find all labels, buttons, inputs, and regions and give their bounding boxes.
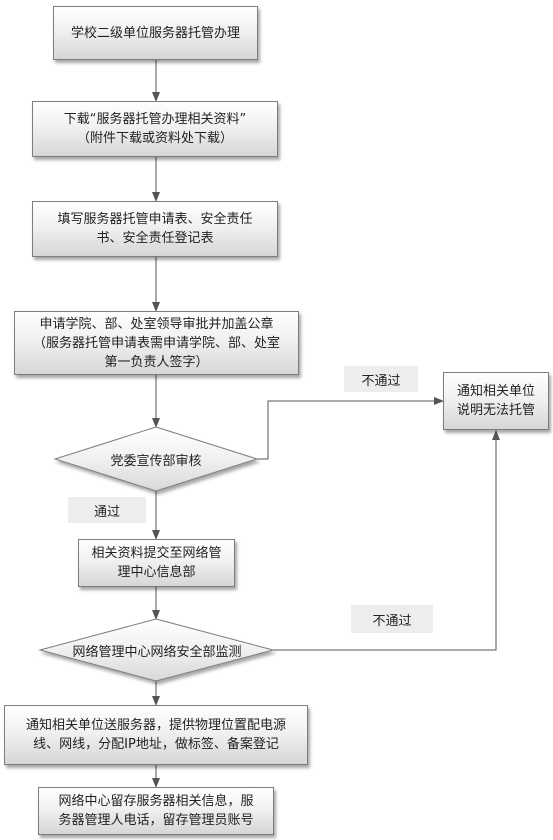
step-reject-notice: 通知相关单位 说明无法托管 xyxy=(443,372,549,430)
step-reject-notice-line1: 通知相关单位 xyxy=(456,384,535,399)
step-start: 学校二级单位服务器托管办理 xyxy=(53,6,258,60)
step-fill-forms-line1: 填写服务器托管申请表、安全责任 xyxy=(57,212,253,227)
step-notify-deliver-line2: 线、网线，分配IP地址，做标签、备案登记 xyxy=(33,737,279,752)
step-fill-forms-line2: 书、安全责任登记表 xyxy=(96,231,214,246)
label-not-pass-1: 不通过 xyxy=(344,366,418,392)
step-download: 下载“服务器托管办理相关资料” （附件下载或资料处下载） xyxy=(32,101,278,157)
label-not-pass-2: 不通过 xyxy=(351,605,433,633)
label-pass: 通过 xyxy=(68,497,146,523)
step-download-line2: （附件下载或资料处下载） xyxy=(76,131,233,146)
decision-diamond-2 xyxy=(38,618,275,682)
step-notify-deliver: 通知相关单位送服务器，提供物理位置配电源 线、网线，分配IP地址，做标签、备案登… xyxy=(4,705,308,765)
step-fill-forms: 填写服务器托管申请表、安全责任 书、安全责任登记表 xyxy=(32,201,278,257)
step-download-line1: 下载“服务器托管办理相关资料” xyxy=(63,112,247,127)
decision-diamond-1 xyxy=(53,426,259,492)
decision-label-2: 网络管理中心网络安全部监测 xyxy=(72,644,242,660)
step-reject-notice-line2: 说明无法托管 xyxy=(456,403,535,418)
step-approval: 申请学院、部、处室领导审批并加盖公章 （服务器托管申请表需申请学院、部、处室 第… xyxy=(14,311,299,375)
step-approval-line2: （服务器托管申请表需申请学院、部、处室 xyxy=(32,335,280,351)
arrow-fail2 xyxy=(273,430,500,651)
arrow-fail1 xyxy=(257,397,444,460)
step-record-info: 网络中心留存服务器相关信息，服 务器管理人电话，留存管理员账号 xyxy=(38,787,274,835)
step-notify-deliver-line1: 通知相关单位送服务器，提供物理位置配电源 xyxy=(25,718,286,733)
step-approval-line1: 申请学院、部、处室领导审批并加盖公章 xyxy=(39,316,274,332)
step-approval-line3: 第一负责人签字） xyxy=(104,354,209,370)
step-start-text: 学校二级单位服务器托管办理 xyxy=(70,25,240,41)
step-submit-line1: 相关资料提交至网络管 xyxy=(91,546,222,561)
step-submit-line2: 理中心信息部 xyxy=(117,565,196,580)
step-submit: 相关资料提交至网络管 理中心信息部 xyxy=(78,539,235,587)
decision-label-1: 党委宣传部审核 xyxy=(110,453,202,469)
step-record-info-line2: 务器管理人电话，留存管理员账号 xyxy=(58,813,254,828)
step-record-info-line1: 网络中心留存服务器相关信息，服 xyxy=(58,794,254,809)
